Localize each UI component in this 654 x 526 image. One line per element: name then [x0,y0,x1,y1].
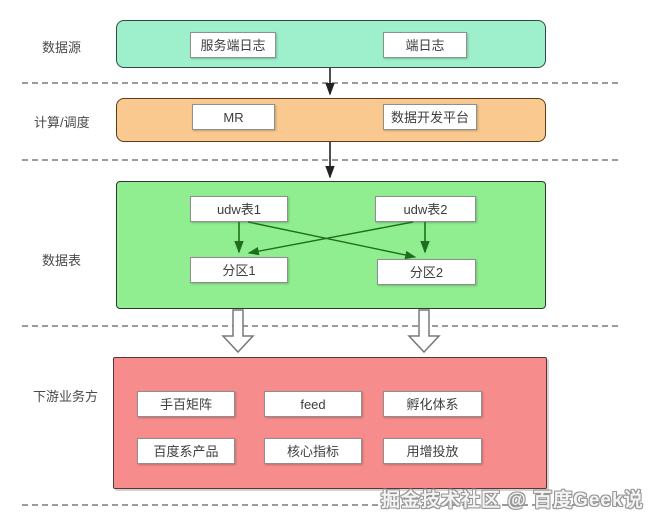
source-band [116,20,546,68]
node-core-metrics: 核心指标 [264,438,362,464]
node-user-growth-ads: 用增投放 [383,438,482,464]
section-divider [22,82,618,84]
row-label-business: 下游业务方 [33,389,99,404]
node-shoubai-matrix: 手百矩阵 [137,391,235,417]
node-partition-1: 分区1 [190,257,288,283]
section-divider [22,159,618,161]
node-mr: MR [192,104,275,130]
tables-band [116,181,546,309]
hollow-down-arrow-icon [407,309,441,354]
node-server-log: 服务端日志 [190,32,276,58]
node-client-log: 端日志 [383,32,467,58]
row-label-source: 数据源 [42,40,82,55]
row-label-compute: 计算/调度 [34,115,90,130]
node-udw-table-1: udw表1 [190,196,288,222]
business-band [113,357,547,489]
row-label-tables: 数据表 [42,253,82,268]
watermark-text: 掘金技术社区 @ 百度Geek说 [381,490,644,511]
node-data-dev-platform: 数据开发平台 [383,104,477,130]
section-divider [22,504,618,506]
node-incubation: 孵化体系 [383,391,482,417]
node-udw-table-2: udw表2 [375,196,476,222]
node-baidu-products: 百度系产品 [137,438,235,464]
node-feed: feed [264,391,362,417]
hollow-down-arrow-icon [221,309,255,354]
section-divider [22,325,618,327]
node-partition-2: 分区2 [377,259,476,285]
compute-band [116,98,546,142]
